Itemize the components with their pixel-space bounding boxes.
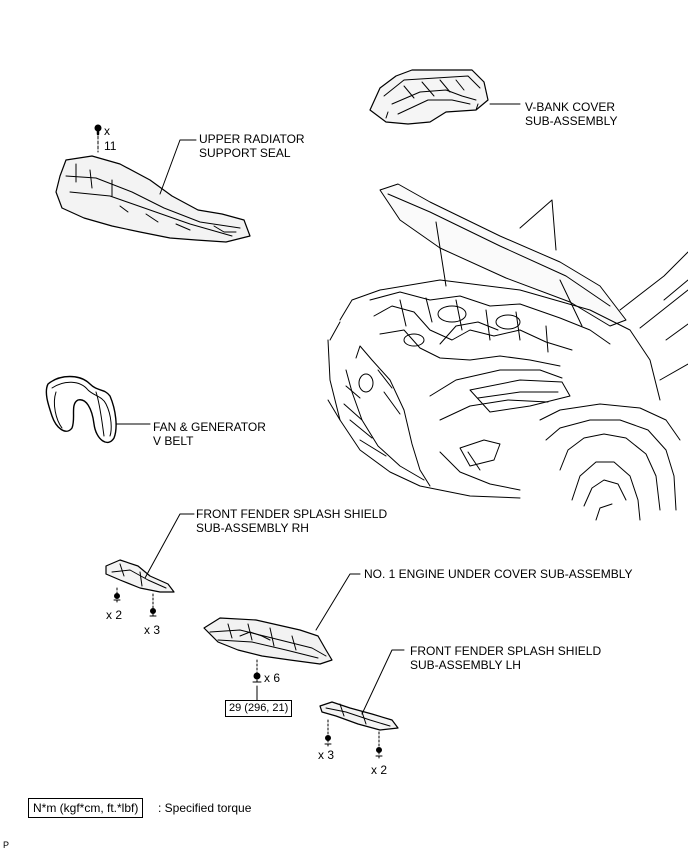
v-belt-drawing [45, 375, 117, 443]
v-bank-cover-label-line2: SUB-ASSEMBLY [525, 114, 618, 128]
v-belt-label-line2: V BELT [153, 434, 194, 448]
splash-shield-lh-label-line1: FRONT FENDER SPLASH SHIELD [410, 644, 602, 658]
v-bank-cover-label: V-BANK COVER SUB-ASSEMBLY [525, 100, 617, 128]
splash-shield-lh-label: FRONT FENDER SPLASH SHIELD SUB-ASSEMBLY … [410, 644, 601, 672]
splash-shield-lh-drawing [319, 701, 399, 759]
upper-radiator-support-seal-drawing [55, 124, 251, 243]
engine-under-cover-label: NO. 1 ENGINE UNDER COVER SUB-ASSEMBLY [364, 567, 633, 581]
seal-label-line2: SUPPORT SEAL [199, 146, 291, 160]
seal-leader [159, 139, 197, 195]
page-code: P [3, 840, 10, 850]
splash-shield-rh-label-line2: SUB-ASSEMBLY RH [196, 521, 309, 535]
engine-under-cover-drawing [203, 617, 333, 685]
splash-shield-rh-drawing [105, 559, 175, 619]
under-cover-bolt-qty: x 6 [264, 671, 281, 685]
splash-shield-rh-label: FRONT FENDER SPLASH SHIELD SUB-ASSEMBLY … [196, 507, 387, 535]
v-bank-cover-label-line1: V-BANK COVER [525, 100, 616, 114]
seal-clip-qty-x: x [104, 124, 110, 138]
splash-shield-rh-leader [144, 513, 195, 579]
splash-shield-lh-leader [361, 649, 405, 715]
torque-spec-box: 29 (296, 21) [225, 700, 293, 717]
rh-bolt-qty-a: x 2 [106, 608, 123, 622]
splash-shield-rh-label-line1: FRONT FENDER SPLASH SHIELD [196, 507, 388, 521]
v-belt-label-line1: FAN & GENERATOR [153, 420, 266, 434]
engine-under-cover-leader [315, 573, 361, 631]
v-bank-cover-drawing [369, 69, 489, 125]
legend-unit-box: N*m (kgf*cm, ft.*lbf) [28, 798, 144, 818]
seal-label-line1: UPPER RADIATOR [199, 132, 305, 146]
upper-radiator-support-seal-label: UPPER RADIATOR SUPPORT SEAL [199, 132, 305, 160]
lh-bolt-qty-b: x 2 [371, 763, 388, 777]
vehicle-front-drawing [327, 183, 688, 521]
v-belt-label: FAN & GENERATOR V BELT [153, 420, 266, 448]
legend-description: : Specified torque [158, 801, 252, 815]
rh-bolt-qty-b: x 3 [144, 623, 161, 637]
splash-shield-lh-label-line2: SUB-ASSEMBLY LH [410, 658, 521, 672]
lh-bolt-qty-a: x 3 [318, 748, 335, 762]
seal-clip-qty-count: 11 [104, 139, 117, 153]
